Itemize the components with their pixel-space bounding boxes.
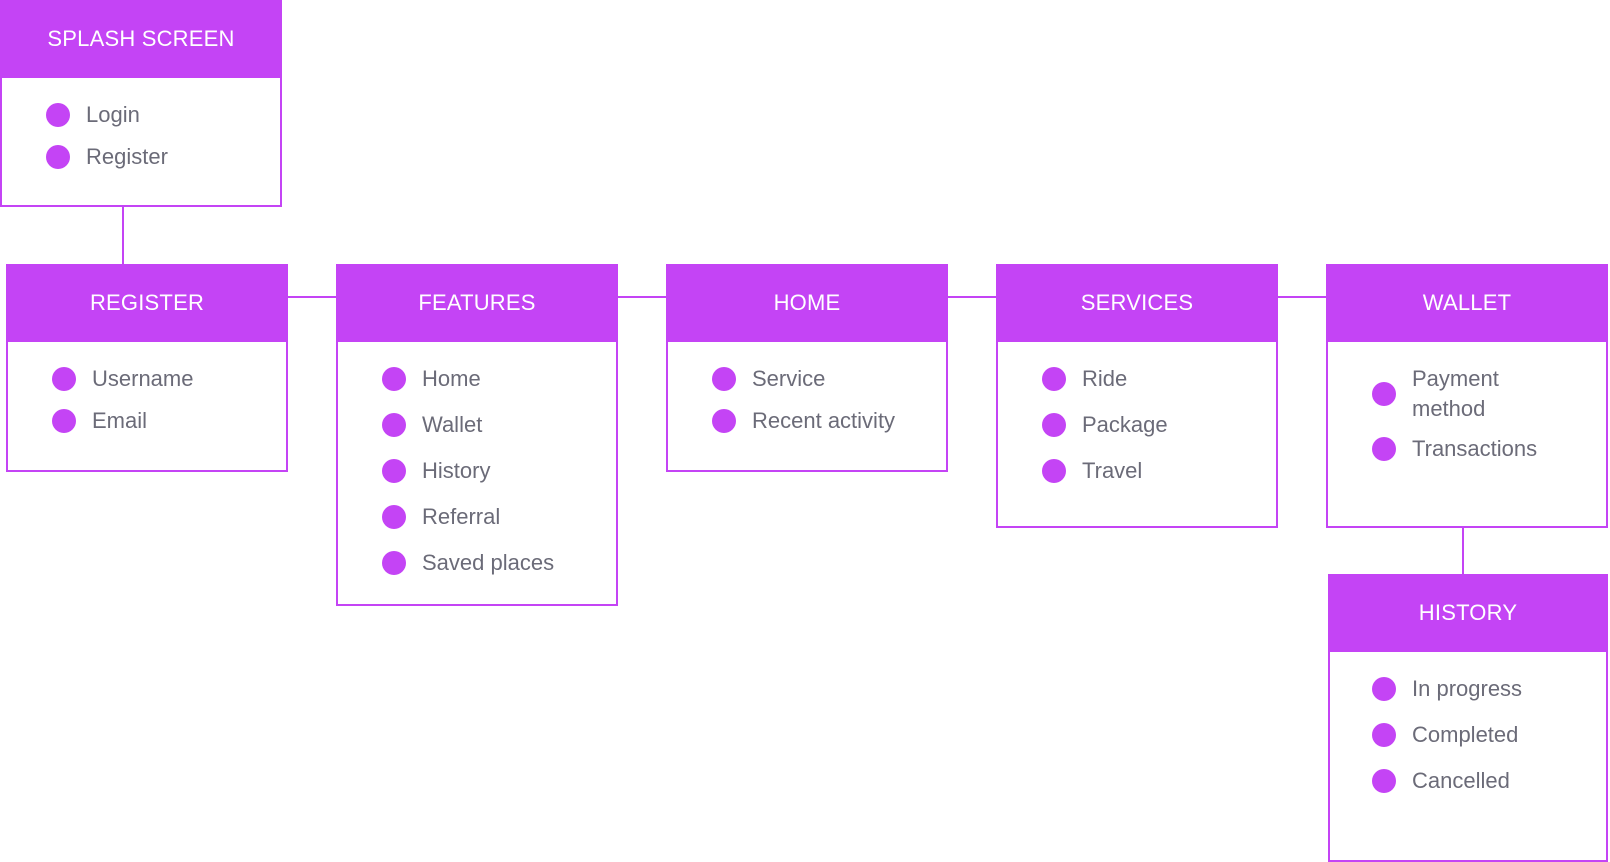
- node-title: FEATURES: [336, 264, 618, 342]
- item-label: Ride: [1082, 366, 1128, 391]
- bullet-dot-icon: [1372, 723, 1396, 747]
- item-label: Recent activity: [752, 408, 896, 433]
- node-item-list: Payment method Transactions: [1328, 342, 1606, 526]
- bullet-dot-icon: [1042, 459, 1066, 483]
- item-label: Payment method: [1412, 366, 1499, 421]
- item-label: Cancelled: [1412, 768, 1510, 793]
- node-title: HOME: [666, 264, 948, 342]
- node-services: SERVICES Ride Package Travel: [996, 264, 1278, 528]
- list-item: Email: [8, 406, 286, 436]
- list-item: Cancelled: [1330, 766, 1606, 796]
- item-label: Register: [86, 144, 168, 169]
- node-item-list: Login Register: [2, 78, 280, 205]
- item-label: In progress: [1412, 676, 1523, 701]
- item-label: Email: [92, 408, 148, 433]
- node-splash-screen: SPLASH SCREEN Login Register: [0, 0, 282, 207]
- list-item: In progress: [1330, 674, 1606, 704]
- item-label: Login: [86, 102, 140, 127]
- list-item: Register: [2, 142, 280, 172]
- bullet-dot-icon: [712, 367, 736, 391]
- node-home: HOME Service Recent activity: [666, 264, 948, 472]
- node-item-list: In progress Completed Cancelled: [1330, 652, 1606, 860]
- list-item: Payment method: [1328, 364, 1606, 424]
- item-label: Username: [92, 366, 194, 391]
- bullet-dot-icon: [52, 409, 76, 433]
- item-label: Home: [422, 366, 481, 391]
- list-item: Transactions: [1328, 434, 1606, 464]
- bullet-dot-icon: [382, 367, 406, 391]
- item-label: Wallet: [422, 412, 483, 437]
- node-item-list: Home Wallet History Referral Saved place…: [338, 342, 616, 604]
- bullet-dot-icon: [46, 103, 70, 127]
- bullet-dot-icon: [382, 505, 406, 529]
- list-item: Travel: [998, 456, 1276, 486]
- bullet-dot-icon: [382, 459, 406, 483]
- list-item: Ride: [998, 364, 1276, 394]
- item-label: Completed: [1412, 722, 1519, 747]
- list-item: Service: [668, 364, 946, 394]
- node-wallet: WALLET Payment method Transactions: [1326, 264, 1608, 528]
- bullet-dot-icon: [1042, 413, 1066, 437]
- item-label: Service: [752, 366, 826, 391]
- item-label: Package: [1082, 412, 1168, 437]
- list-item: History: [338, 456, 616, 486]
- node-item-list: Service Recent activity: [668, 342, 946, 470]
- item-label: History: [422, 458, 491, 483]
- list-item: Login: [2, 100, 280, 130]
- bullet-dot-icon: [1042, 367, 1066, 391]
- item-label: Transactions: [1412, 436, 1538, 461]
- list-item: Referral: [338, 502, 616, 532]
- list-item: Username: [8, 364, 286, 394]
- bullet-dot-icon: [52, 367, 76, 391]
- list-item: Recent activity: [668, 406, 946, 436]
- list-item: Wallet: [338, 410, 616, 440]
- list-item: Completed: [1330, 720, 1606, 750]
- list-item: Saved places: [338, 548, 616, 578]
- bullet-dot-icon: [1372, 769, 1396, 793]
- list-item: Package: [998, 410, 1276, 440]
- node-title: WALLET: [1326, 264, 1608, 342]
- item-label: Referral: [422, 504, 501, 529]
- node-history: HISTORY In progress Completed Cancelled: [1328, 574, 1608, 862]
- node-item-list: Username Email: [8, 342, 286, 470]
- bullet-dot-icon: [382, 413, 406, 437]
- node-title: SPLASH SCREEN: [0, 0, 282, 78]
- item-label: Saved places: [422, 550, 555, 575]
- item-label: Travel: [1082, 458, 1143, 483]
- node-item-list: Ride Package Travel: [998, 342, 1276, 526]
- node-register: REGISTER Username Email: [6, 264, 288, 472]
- node-features: FEATURES Home Wallet History Referral Sa…: [336, 264, 618, 606]
- node-title: SERVICES: [996, 264, 1278, 342]
- bullet-dot-icon: [1372, 382, 1396, 406]
- list-item: Home: [338, 364, 616, 394]
- bullet-dot-icon: [382, 551, 406, 575]
- node-title: REGISTER: [6, 264, 288, 342]
- bullet-dot-icon: [1372, 677, 1396, 701]
- bullet-dot-icon: [1372, 437, 1396, 461]
- node-title: HISTORY: [1328, 574, 1608, 652]
- bullet-dot-icon: [46, 145, 70, 169]
- bullet-dot-icon: [712, 409, 736, 433]
